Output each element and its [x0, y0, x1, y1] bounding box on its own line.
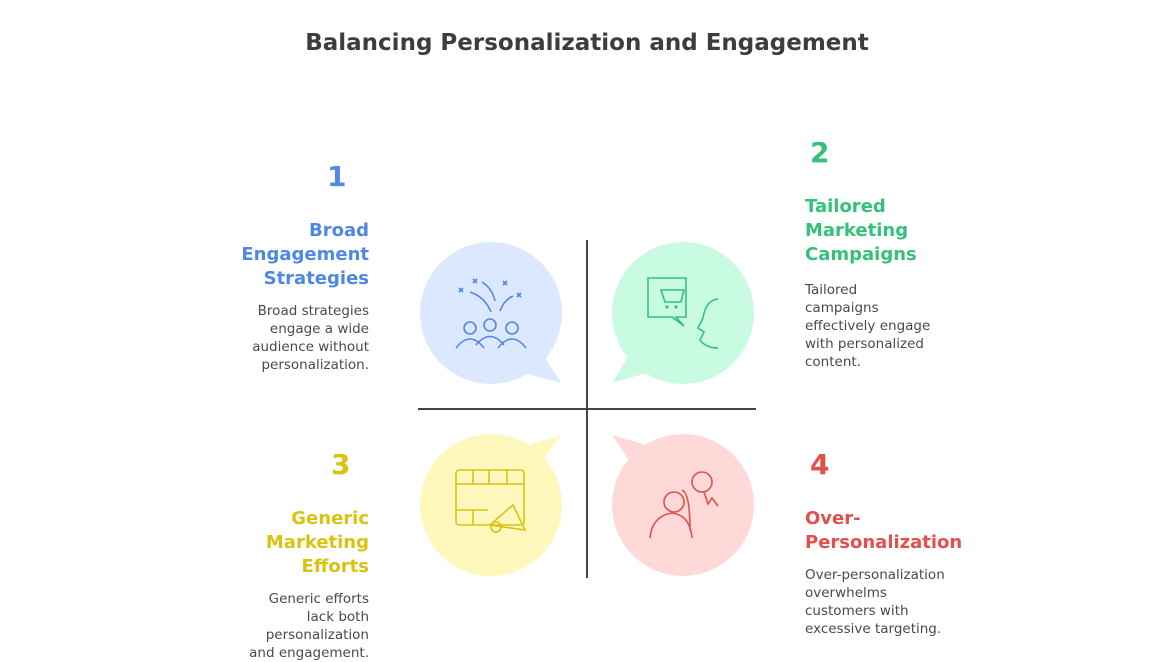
page-title: Balancing Personalization and Engagement — [305, 30, 869, 56]
quadrant-3-number: 3 — [331, 448, 351, 481]
audience-celebration-icon — [455, 278, 527, 349]
heading-line: Tailored — [805, 196, 886, 217]
calendar-megaphone-icon — [455, 469, 527, 533]
targeted-person-icon — [649, 471, 719, 539]
description-line: engage a wide — [269, 321, 369, 337]
quadrant-4-heading: Over- Personalization — [805, 507, 962, 555]
heading-line: Over- — [805, 508, 861, 529]
quadrant-2-description: Tailored campaigns effectively engage with … — [805, 281, 930, 371]
heading-line: Generic — [291, 508, 369, 529]
quadrant-2-number: 2 — [810, 136, 830, 169]
heading-line: Efforts — [301, 556, 369, 577]
bubble-3 — [420, 434, 562, 576]
quadrant-4-description: Over-personalization overwhelms customers … — [805, 566, 945, 638]
quadrant-3-description: Generic efforts lack both personalization a… — [249, 590, 369, 662]
description-line: lack both — [306, 609, 369, 625]
description-line: Over-personalization — [805, 567, 945, 583]
description-line: Broad strategies — [257, 303, 369, 319]
bubble-1 — [420, 242, 562, 384]
heading-line: Campaigns — [805, 244, 917, 265]
description-line: and engagement. — [249, 645, 369, 661]
heading-line: Broad — [309, 220, 369, 241]
description-line: personalization — [265, 627, 369, 643]
quadrant-4-number: 4 — [810, 448, 830, 481]
shopping-cart-speech-icon — [647, 277, 719, 349]
heading-line: Engagement — [241, 244, 369, 265]
quadrant-1-number: 1 — [327, 160, 347, 193]
heading-line: Marketing — [265, 532, 369, 553]
heading-line: Marketing — [805, 220, 909, 241]
description-line: with personalized — [805, 336, 924, 352]
quadrant-1-description: Broad strategies engage a wide audience wi… — [252, 302, 369, 374]
description-line: content. — [805, 354, 861, 370]
bubble-2 — [612, 242, 754, 384]
description-line: Tailored — [805, 282, 858, 298]
description-line: campaigns — [805, 300, 879, 316]
heading-line: Personalization — [805, 532, 963, 553]
heading-line: Strategies — [263, 268, 369, 289]
description-line: audience without — [252, 339, 369, 355]
description-line: customers with — [805, 603, 909, 619]
description-line: Generic efforts — [268, 591, 369, 607]
description-line: personalization. — [261, 357, 369, 373]
description-line: effectively engage — [805, 318, 931, 334]
description-line: excessive targeting. — [805, 621, 942, 637]
description-line: overwhelms — [805, 585, 887, 601]
